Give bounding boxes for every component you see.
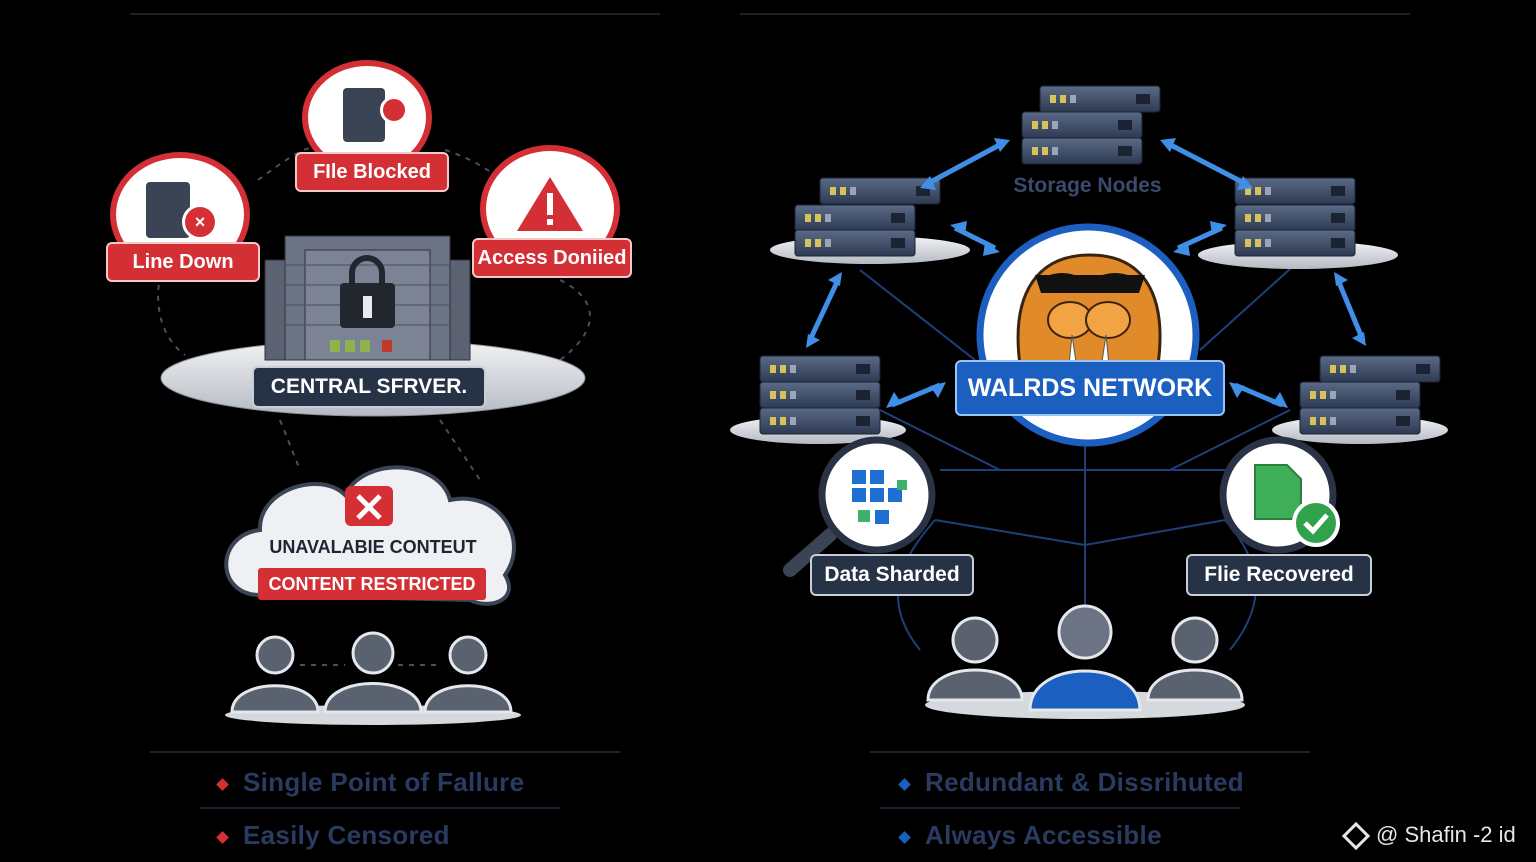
storage-node-right [1234, 177, 1356, 257]
storage-node-lower-right [1299, 355, 1441, 435]
bullet-text: Easily Censored [243, 820, 450, 850]
data-sharded-label: Data Sharded [810, 554, 974, 596]
storage-node-lower-left [759, 355, 881, 435]
bullet-text: Single Point of Fallure [243, 767, 525, 797]
file-blocked-label: FIle Blocked [295, 152, 449, 192]
content-restricted-label: CONTENT RESTRICTED [258, 568, 486, 600]
file-recovered-label: Flie Recovered [1186, 554, 1372, 596]
watermark: @ Shafin -2 id [1341, 822, 1516, 851]
storage-node-top [1021, 85, 1161, 165]
watermark-text: @ Shafin -2 id [1376, 822, 1516, 847]
storage-nodes-label: Storage Nodes [1013, 174, 1162, 197]
bullet-redundant-distributed: Redundant & Dissrihuted [898, 767, 1244, 798]
bullet-marker-icon [898, 777, 911, 791]
central-server-icon [264, 235, 471, 361]
line-down-label: Line Down [106, 242, 260, 282]
line-down-badge: × [110, 152, 250, 277]
binance-logo-icon [1341, 822, 1371, 851]
bullet-text: Redundant & Dissrihuted [925, 767, 1244, 797]
central-server-label: CENTRAL SFRVER. [252, 366, 486, 408]
bullet-always-accessible: Always Accessible [898, 820, 1162, 851]
file-recovered-icon [1219, 436, 1340, 554]
access-denied-label: Access Doniied [472, 238, 632, 278]
bullet-marker-icon [898, 830, 911, 844]
magnifier-icon [783, 436, 936, 577]
walrus-network-label: WALRDS NETWORK [955, 360, 1225, 416]
bullet-text: Always Accessible [925, 820, 1162, 850]
cloud-title: UNAVALABIE CONTEUT [269, 537, 477, 557]
bullet-marker-icon [216, 830, 229, 844]
bullet-single-point-failure: Single Point of Fallure [216, 767, 525, 798]
bullet-marker-icon [216, 777, 229, 791]
bullet-easily-censored: Easily Censored [216, 820, 450, 851]
